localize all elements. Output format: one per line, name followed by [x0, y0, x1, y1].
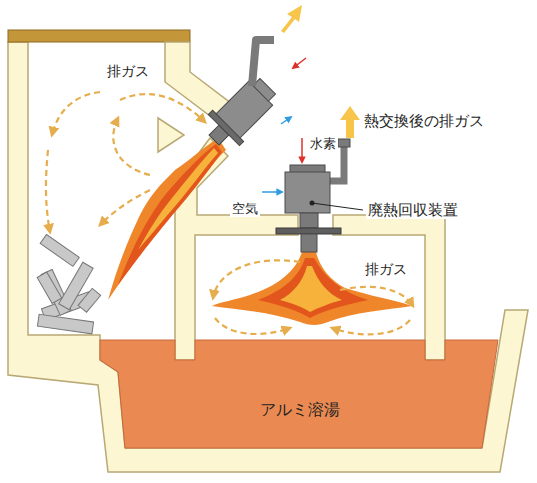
gas-flow-arrows — [46, 92, 413, 334]
upper-exhaust-pipe — [252, 40, 274, 86]
exhaust-after-label: 熱交換後の排ガス — [362, 112, 486, 130]
air-arrow — [262, 191, 282, 193]
melt-shape — [95, 335, 505, 455]
baffle — [158, 118, 184, 152]
air-label: 空気 — [230, 201, 260, 217]
molten-aluminum: アルミ溶湯 — [95, 335, 505, 455]
right-flame — [212, 252, 412, 325]
melt-fill — [100, 340, 498, 448]
scrap-pile — [37, 234, 100, 333]
hydrogen-label: 水素 — [308, 136, 338, 152]
device-label: 廃熱回収装置 — [366, 201, 460, 219]
exhaust-after-arrow — [340, 106, 360, 138]
right-wall — [333, 215, 445, 360]
left-flame — [108, 138, 226, 300]
air-arrow-upper — [281, 117, 291, 124]
upper-recovery-device — [198, 71, 283, 156]
leader-line — [312, 203, 363, 210]
hydrogen-arrow-upper — [293, 58, 306, 68]
furnace-wall — [8, 42, 528, 472]
roof-bar — [8, 30, 190, 42]
exhaust-label: 排ガス — [105, 63, 151, 80]
hydrogen-arrow — [301, 138, 303, 162]
lower-recovery-device — [276, 139, 350, 252]
exhaust-label: 排ガス — [363, 261, 409, 278]
melt-label: アルミ溶湯 — [260, 400, 340, 419]
upper-exhaust-arrow — [281, 5, 302, 33]
